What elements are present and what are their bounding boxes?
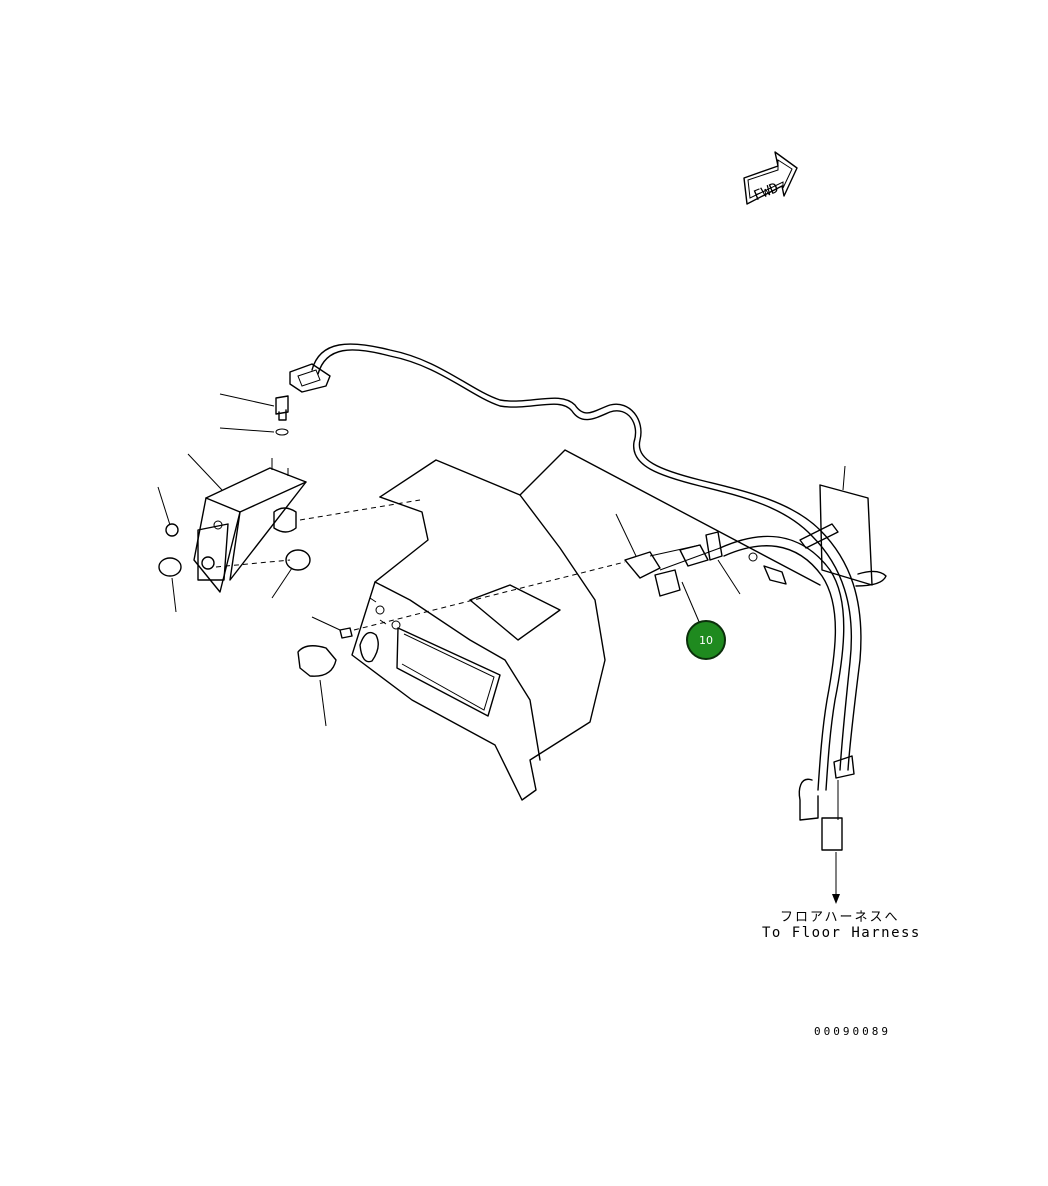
harness-tag (819, 484, 873, 586)
fwd-arrow-icon: FWD (743, 151, 798, 205)
drawing-code: 00090089 (814, 1025, 891, 1038)
leader-lines (157, 393, 846, 904)
fwd-label: FWD (752, 180, 781, 204)
floor-harness-note-jp: フロアハーネスへ (780, 910, 900, 925)
floor-harness-note-en: To Floor Harness (762, 925, 921, 941)
console-cover (351, 449, 821, 801)
upper-harness (289, 343, 862, 771)
connector-group (624, 531, 787, 597)
callout-10[interactable]: 10 (686, 620, 726, 660)
switch-bracket (193, 458, 307, 593)
harness-branch (719, 523, 887, 851)
small-parts (158, 395, 626, 677)
